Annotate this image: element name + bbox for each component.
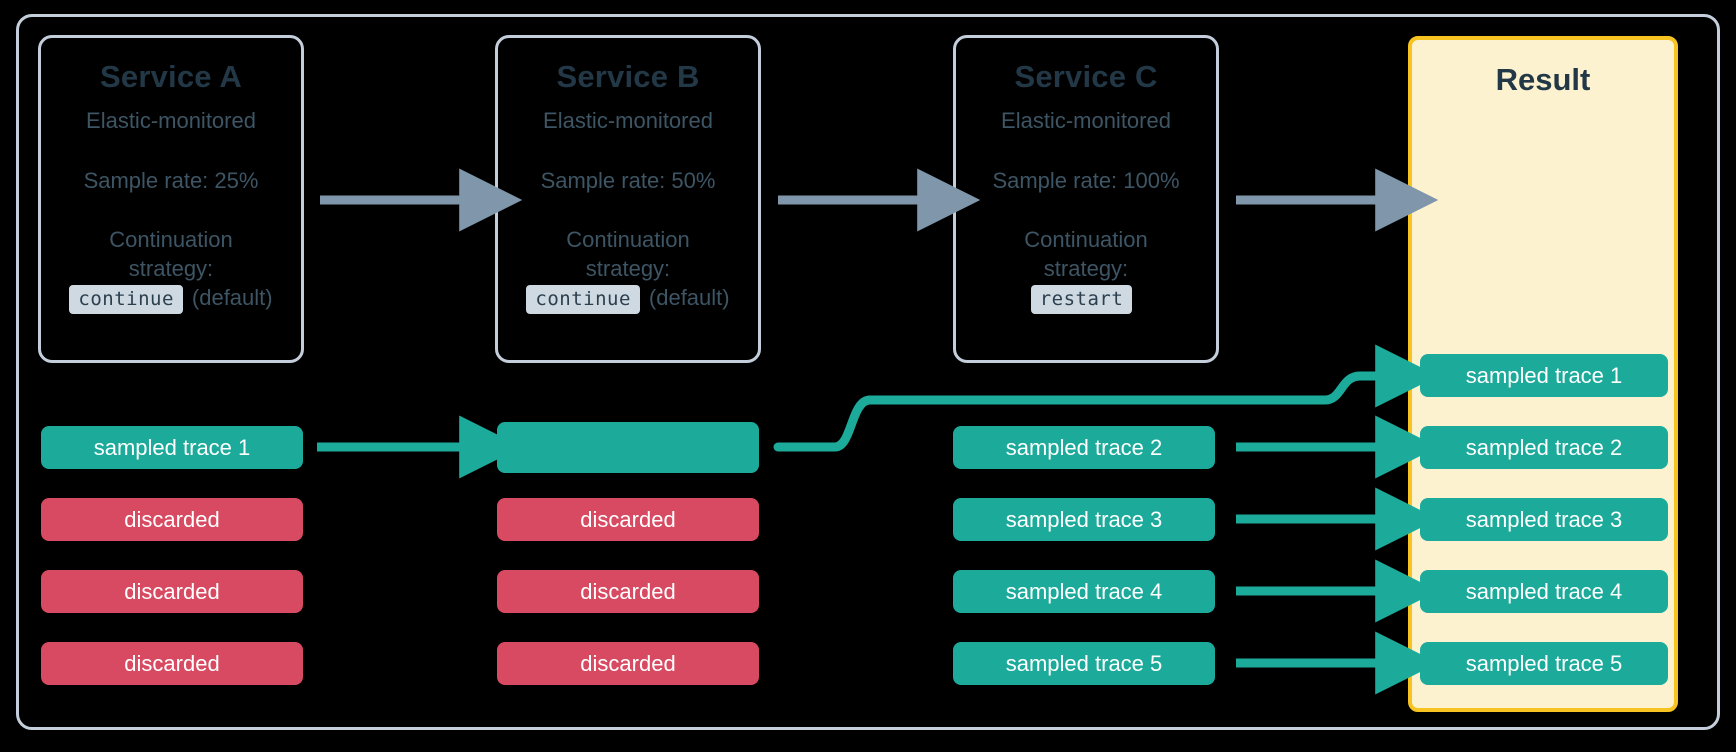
- service-b-strategy-label: Continuation strategy:: [566, 226, 690, 283]
- result-trace-pill-5: sampled trace 5: [1420, 642, 1668, 685]
- trace-pill-a-3: discarded: [41, 570, 303, 613]
- trace-pill-c-2: sampled trace 3: [953, 498, 1215, 541]
- service-b-strategy-row: continue (default): [526, 285, 730, 315]
- service-a-strategy-label: Continuation strategy:: [109, 226, 233, 283]
- service-b-strategy-note: (default): [648, 285, 730, 311]
- service-a-strategy-label-line1: Continuation: [109, 227, 233, 253]
- service-c-title: Service C: [1014, 59, 1158, 94]
- service-c-monitored: Elastic-monitored: [1001, 108, 1171, 134]
- trace-pill-b-2: discarded: [497, 498, 759, 541]
- service-b-title: Service B: [556, 59, 700, 94]
- service-card-a: Service A Elastic-monitored Sample rate:…: [38, 35, 304, 363]
- trace-pill-c-1: sampled trace 2: [953, 426, 1215, 469]
- trace-pill-b-3: discarded: [497, 570, 759, 613]
- service-card-b: Service B Elastic-monitored Sample rate:…: [495, 35, 761, 363]
- service-c-strategy-label: Continuation strategy:: [1024, 226, 1148, 283]
- service-b-monitored: Elastic-monitored: [543, 108, 713, 134]
- trace-pill-a-1: sampled trace 1: [41, 426, 303, 469]
- trace-pill-a-2: discarded: [41, 498, 303, 541]
- result-trace-pill-1: sampled trace 1: [1420, 354, 1668, 397]
- service-c-sample-rate: Sample rate: 100%: [992, 168, 1180, 194]
- trace-pill-c-3: sampled trace 4: [953, 570, 1215, 613]
- result-trace-pill-3: sampled trace 3: [1420, 498, 1668, 541]
- service-b-strategy-chip: continue: [526, 285, 640, 315]
- service-b-strategy-label-line1: Continuation: [566, 227, 690, 253]
- service-b-strategy-label-line2: strategy:: [585, 255, 671, 281]
- service-card-c: Service C Elastic-monitored Sample rate:…: [953, 35, 1219, 363]
- result-trace-pill-4: sampled trace 4: [1420, 570, 1668, 613]
- service-c-strategy-label-line2: strategy:: [1043, 255, 1129, 281]
- trace-pill-b-1: [497, 422, 759, 473]
- result-trace-pill-2: sampled trace 2: [1420, 426, 1668, 469]
- diagram-outer-frame: [16, 14, 1720, 730]
- service-c-strategy-label-line1: Continuation: [1024, 227, 1148, 253]
- service-b-sample-rate: Sample rate: 50%: [540, 168, 716, 194]
- service-a-strategy-chip: continue: [69, 285, 183, 315]
- result-title: Result: [1495, 62, 1591, 97]
- service-a-strategy-label-line2: strategy:: [128, 255, 214, 281]
- trace-pill-c-4: sampled trace 5: [953, 642, 1215, 685]
- service-c-strategy-row: restart: [1030, 285, 1142, 315]
- trace-pill-b-4: discarded: [497, 642, 759, 685]
- service-a-strategy-row: continue (default): [69, 285, 273, 315]
- service-a-title: Service A: [100, 59, 242, 94]
- service-a-strategy-note: (default): [191, 285, 273, 311]
- service-a-monitored: Elastic-monitored: [86, 108, 256, 134]
- trace-pill-a-4: discarded: [41, 642, 303, 685]
- service-c-strategy-chip: restart: [1030, 285, 1133, 315]
- service-a-sample-rate: Sample rate: 25%: [83, 168, 259, 194]
